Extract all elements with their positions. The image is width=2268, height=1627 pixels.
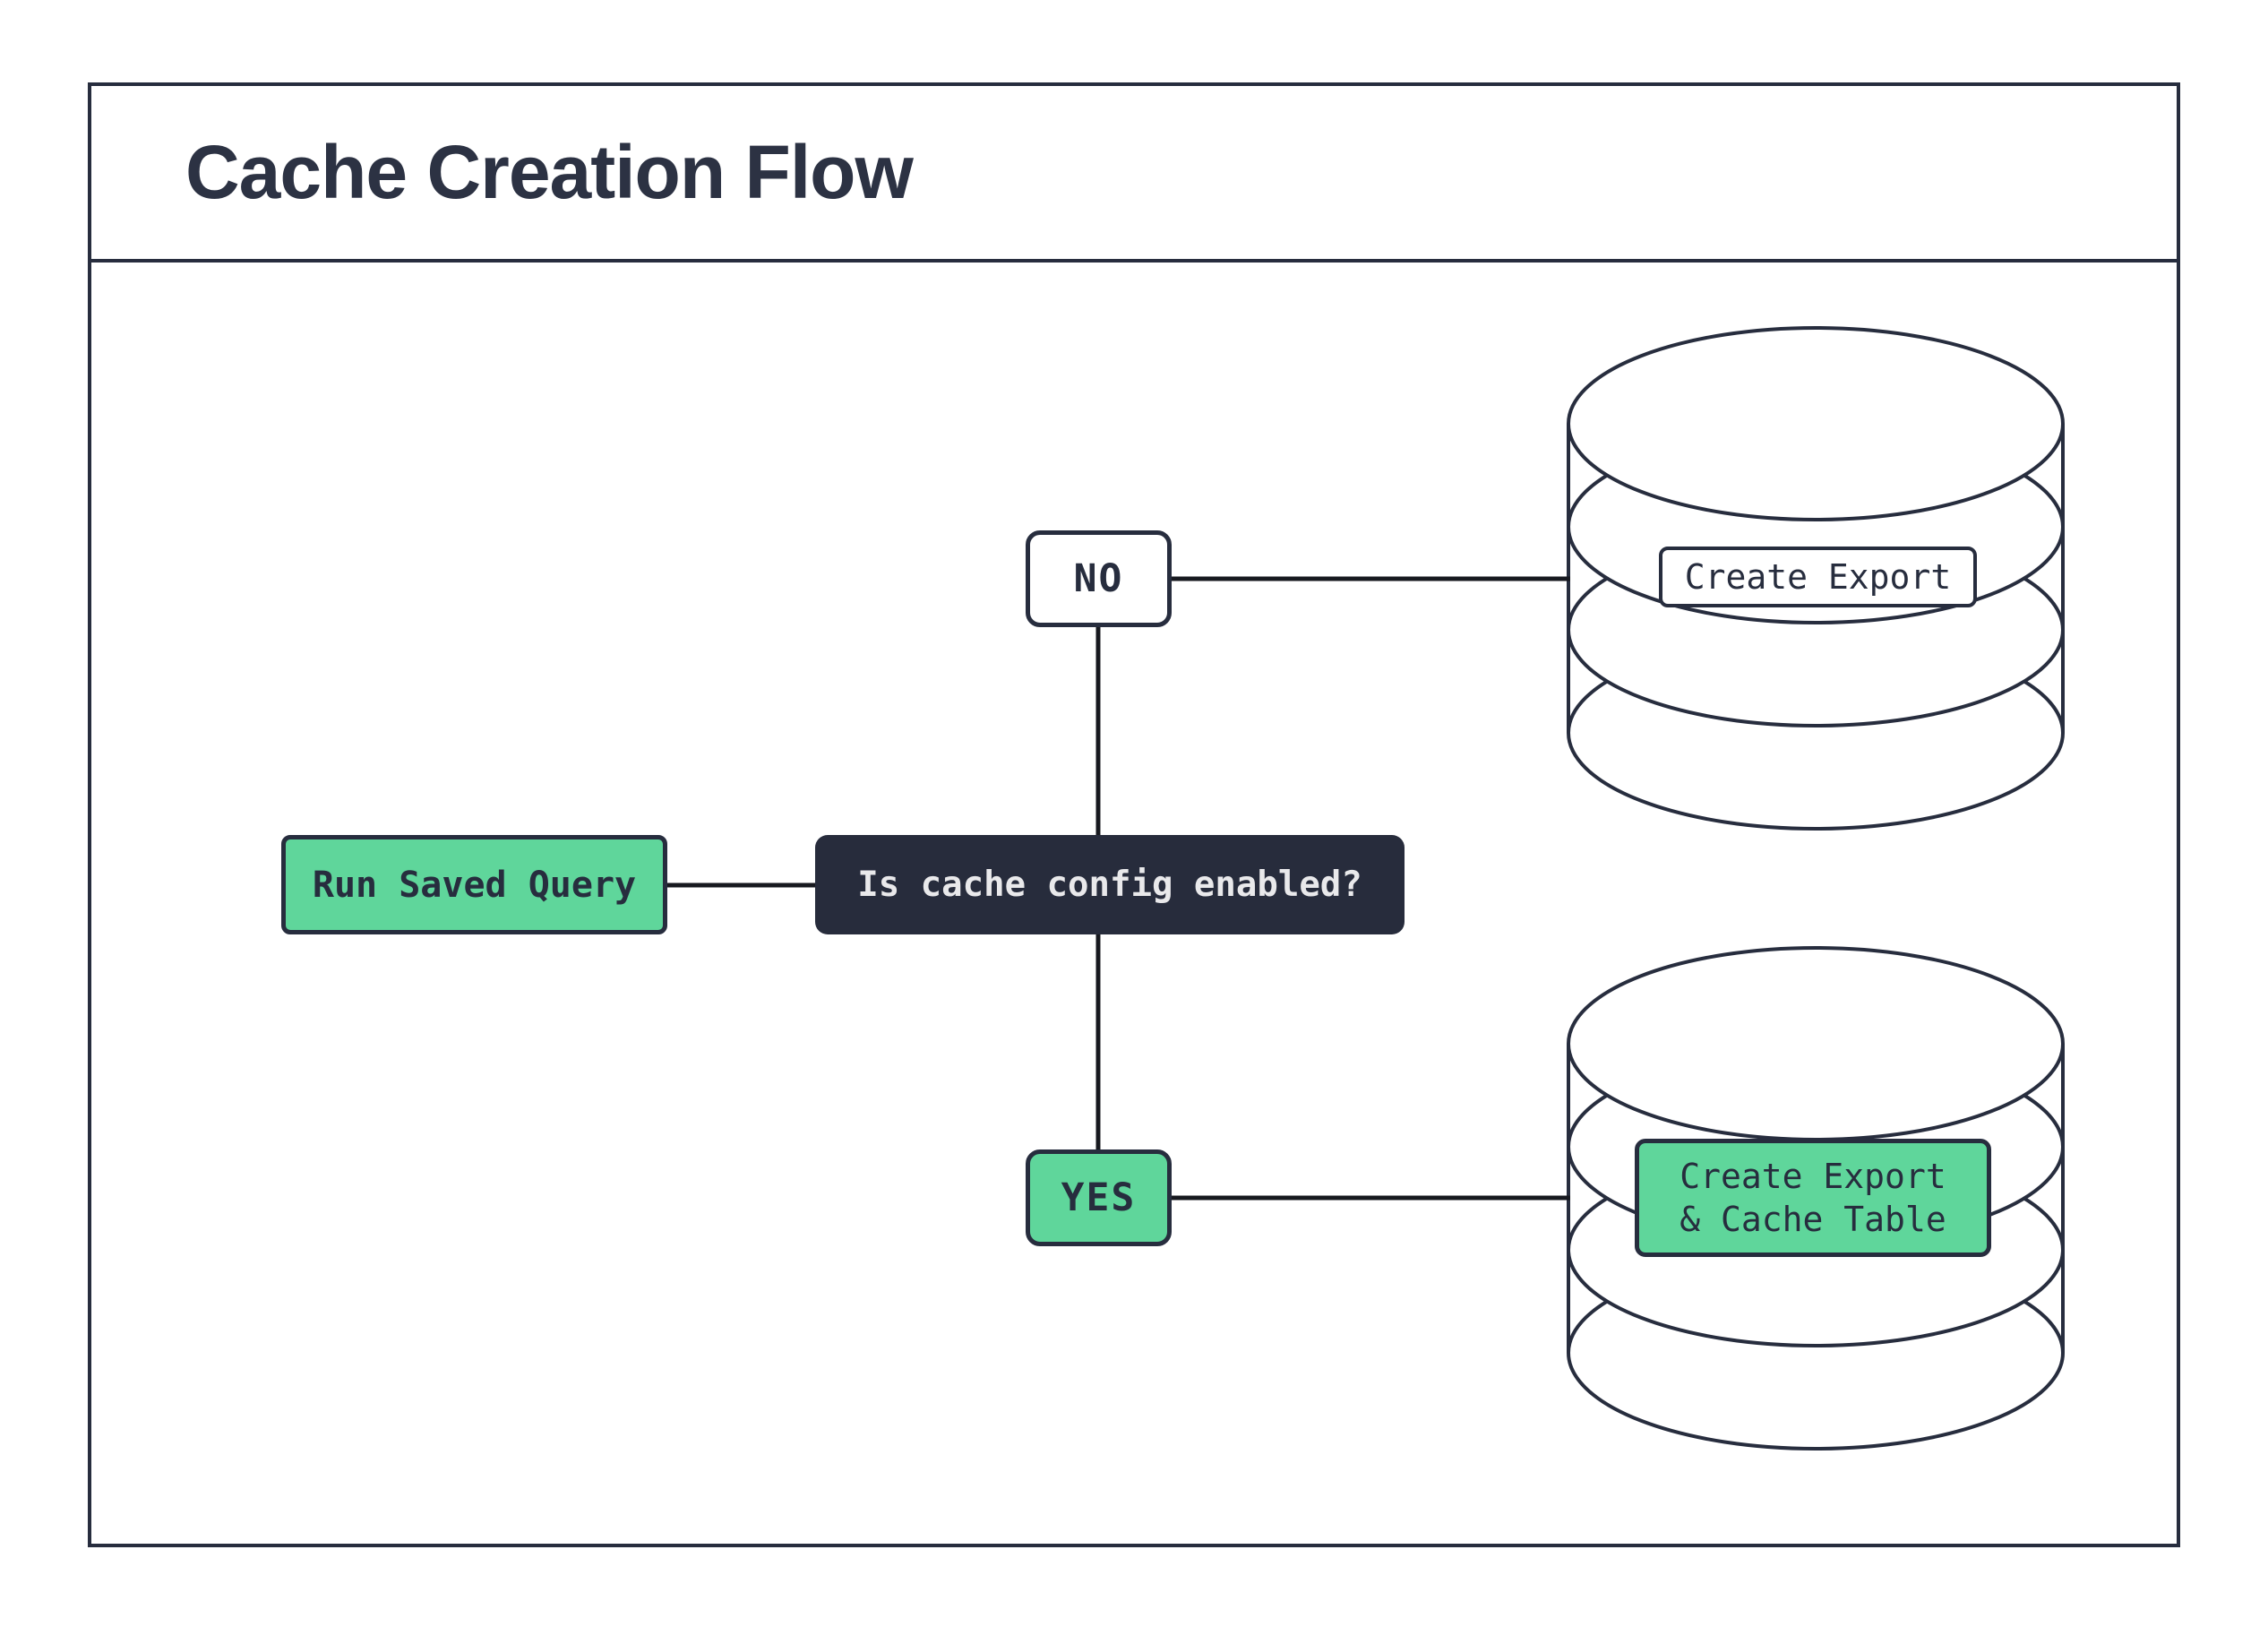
- node-run-saved-query: Run Saved Query: [281, 835, 667, 934]
- diagram-frame: Cache Creation Flow: [88, 82, 2180, 1547]
- node-branch-no: NO: [1026, 530, 1172, 627]
- node-branch-yes: YES: [1026, 1149, 1172, 1246]
- database-label-create-export-cache-table: Create Export & Cache Table: [1635, 1139, 1991, 1257]
- diagram-header: Cache Creation Flow: [91, 86, 2177, 263]
- database-label-line1: Create Export: [1680, 1157, 1946, 1196]
- database-label-line2: & Cache Table: [1680, 1200, 1946, 1239]
- page-title: Cache Creation Flow: [185, 130, 914, 214]
- node-decision-cache-config: Is cache config enabled?: [815, 835, 1405, 934]
- database-label-create-export: Create Export: [1659, 547, 1977, 607]
- connectors: [667, 576, 1570, 1201]
